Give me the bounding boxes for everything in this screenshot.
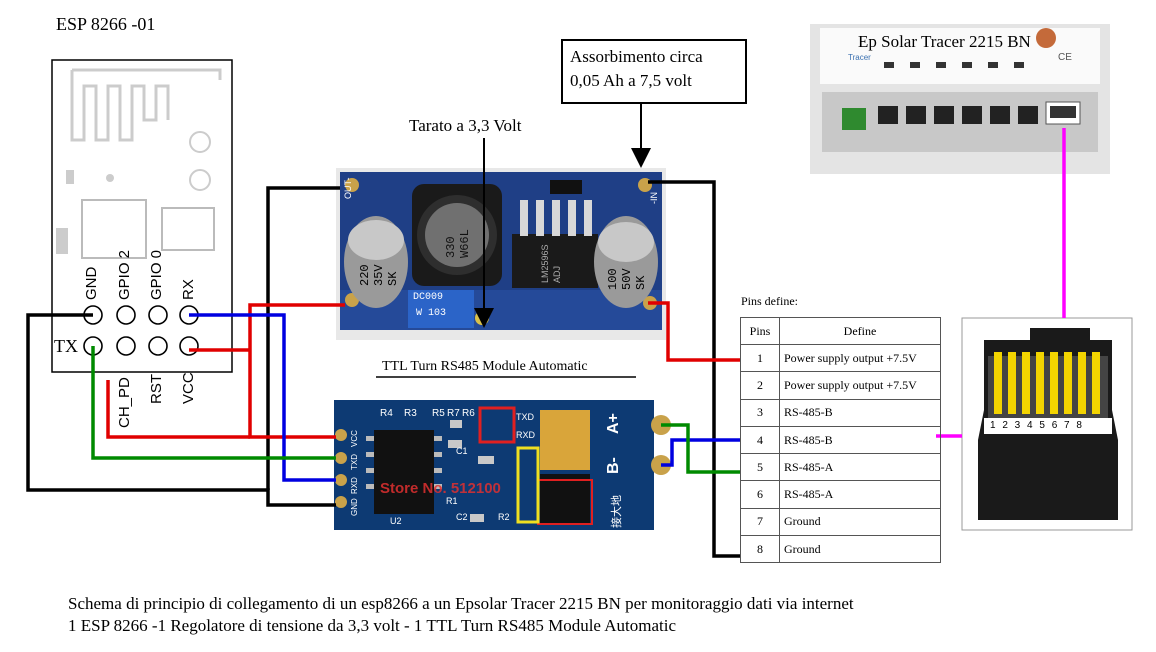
reg-cap-left-brand: SK [386, 271, 400, 286]
ttl-part-r3: R3 [404, 408, 417, 419]
solar-tracer-device [810, 24, 1110, 174]
pin-number: 5 [740, 453, 780, 482]
ttl-pin-txd: TXD [350, 454, 359, 470]
ttl-part-r4: R4 [380, 408, 393, 419]
reg-pad-out: OUT- [343, 177, 353, 200]
esp-pin-rx: RX [180, 279, 197, 300]
ttl-pin-a-plus: A+ [605, 413, 622, 434]
pin-number: 7 [740, 507, 780, 537]
ttl-part-r6: R6 [462, 408, 475, 419]
rj45-connector [961, 317, 1133, 531]
ttl-part-u2: U2 [390, 516, 402, 526]
tarato-callout-box [405, 112, 553, 140]
pin-number: 1 [740, 343, 780, 373]
pin-number: 4 [740, 425, 780, 455]
ttl-part-r5: R5 [432, 408, 445, 419]
voltage-regulator-board [336, 168, 666, 340]
esp-pin-rst: RST [148, 374, 165, 404]
pin-definition: RS-485-A [779, 453, 941, 482]
esp-pin-tx: TX [54, 336, 78, 356]
reg-chip-adj: ADJ [552, 265, 562, 283]
esp-pin-vcc: VCC [180, 372, 197, 404]
ttl-led-txd: TXD [516, 412, 534, 422]
pin-definition: Ground [779, 507, 941, 537]
caption-line-2: 1 ESP 8266 -1 Regolatore di tensione da … [68, 616, 677, 635]
reg-cap-right-value: 100 [606, 268, 620, 290]
table-header-row: Pins Define [740, 317, 941, 345]
ttl-pin-vcc: VCC [350, 430, 359, 447]
reg-cap-left-volt: 35V [372, 264, 386, 286]
pin-definition: Power supply output +7.5V [779, 343, 941, 373]
absorption-line-1: Assorbimento circa [570, 47, 703, 66]
reg-inductor-value: 330 [444, 236, 458, 258]
ttl-part-r7: R7 [447, 408, 460, 419]
pin-definition: RS-485-B [779, 398, 941, 427]
pin-definition: RS-485-B [779, 425, 941, 455]
reg-trimmer-value: W 103 [416, 308, 447, 319]
esp-pin-gpio0: GPIO 0 [148, 249, 165, 300]
ttl-rs485-module [334, 400, 671, 530]
absorption-line-2: 0,05 Ah a 7,5 volt [570, 71, 692, 90]
reg-cap-right-brand: SK [634, 275, 648, 290]
solar-tracer-title: Ep Solar Tracer 2215 BN [858, 32, 1031, 51]
tarato-label: Tarato a 3,3 Volt [409, 116, 522, 135]
table-header-define: Define [779, 317, 941, 345]
reg-cap-right-volt: 50V [620, 268, 634, 290]
absorption-callout-box [561, 39, 747, 104]
esp-title: ESP 8266 -01 [56, 14, 156, 34]
pin-number: 2 [740, 371, 780, 400]
caption-line-1: Schema di principio di collegamento di u… [68, 594, 854, 613]
esp-pin-gnd: GND [83, 266, 100, 300]
pin-definition: Power supply output +7.5V [779, 371, 941, 400]
reg-cap-left-value: 220 [358, 264, 372, 286]
ttl-pin-rxd: RXD [350, 477, 359, 494]
ttl-pin-b-minus: B- [605, 457, 622, 474]
ttl-store-watermark: Store No. 512100 [380, 480, 501, 497]
ttl-pin-gnd: GND [350, 498, 359, 516]
ttl-part-r2: R2 [498, 512, 510, 522]
ttl-part-r1: R1 [446, 496, 458, 506]
table-header-pins: Pins [740, 317, 780, 345]
pin-number: 3 [740, 398, 780, 427]
pin-number: 6 [740, 480, 780, 509]
ttl-part-c2: C2 [456, 512, 468, 522]
pin-definition: Ground [779, 535, 941, 564]
solar-ce-mark: CE [1058, 52, 1072, 63]
pin-number: 8 [740, 535, 780, 564]
wires [26, 128, 1066, 558]
rj45-pin-numbers: 1 2 3 4 5 6 7 8 [990, 420, 1084, 431]
ttl-module-title: TTL Turn RS485 Module Automatic [382, 359, 588, 374]
solar-brand-label: Tracer [848, 53, 871, 62]
ttl-jumper-label: 接大地 [610, 495, 623, 528]
reg-trimmer-code: DC009 [413, 292, 444, 303]
ttl-led-rxd: RXD [516, 430, 536, 440]
esp8266-board [51, 59, 233, 373]
ttl-part-c1: C1 [456, 446, 468, 456]
esp-pin-chpd: CH_PD [116, 377, 133, 428]
esp-pin-gpio2: GPIO 2 [116, 249, 133, 300]
pins-define-title: Pins define: [741, 294, 798, 308]
reg-pad-in: -IN [649, 192, 659, 204]
reg-chip-name: LM2596S [540, 244, 550, 283]
pin-definition: RS-485-A [779, 480, 941, 509]
reg-inductor-code: W66L [458, 229, 472, 258]
